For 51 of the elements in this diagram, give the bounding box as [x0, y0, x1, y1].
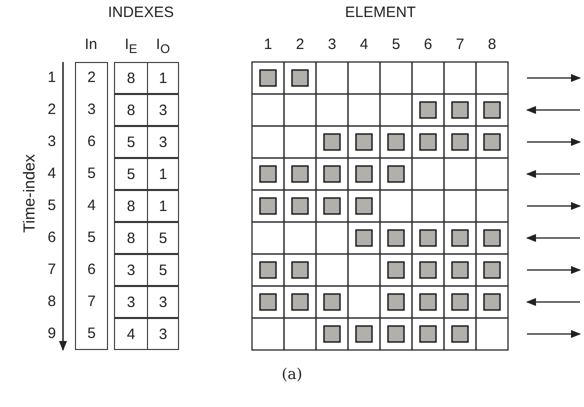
index-value: 7 [86, 293, 97, 310]
column-number: 6 [422, 36, 434, 53]
index-value: 4 [86, 197, 97, 214]
column-number: 4 [358, 36, 370, 53]
column-number: 5 [390, 36, 402, 53]
index-value: 5 [86, 165, 97, 182]
table-cell: 5 [147, 222, 179, 254]
column-number: 8 [486, 36, 498, 53]
section-heading: ELEMENT [345, 4, 416, 21]
table-cell: 3 [114, 254, 148, 286]
index-value: 6 [86, 261, 97, 278]
table-cell: 1 [147, 190, 179, 222]
table-cell: 3 [147, 126, 179, 158]
column-heading: I$_{E}$ [124, 36, 138, 58]
section-heading: INDEXES [108, 4, 174, 21]
axis-title: Time-index [22, 154, 38, 234]
row-number: 4 [46, 165, 56, 182]
index-value: 5 [86, 325, 97, 342]
column-number: 7 [454, 36, 466, 53]
column-number: 2 [294, 36, 306, 53]
row-number: 8 [46, 293, 56, 310]
table-cell: 3 [147, 94, 179, 126]
row-number: 3 [46, 133, 56, 150]
column-number: 1 [262, 36, 274, 53]
table-cell: 5 [147, 254, 179, 286]
row-number: 9 [46, 325, 56, 342]
row-number: 1 [46, 69, 56, 86]
row-number: 5 [46, 197, 56, 214]
table-cell: 1 [147, 62, 179, 94]
table-cell: 5 [114, 126, 148, 158]
index-value: 3 [86, 101, 97, 118]
figure-caption: (a) [280, 366, 304, 383]
index-value: 5 [86, 229, 97, 246]
column-heading: In [84, 36, 98, 53]
table-cell: 1 [147, 158, 179, 190]
table-cell: 5 [114, 158, 148, 190]
table-cell: 8 [114, 94, 148, 126]
table-cell: 8 [114, 222, 148, 254]
table-cell: 3 [147, 318, 179, 350]
table-cell: 3 [114, 286, 148, 318]
row-number: 2 [46, 101, 56, 118]
index-value: 2 [86, 69, 97, 86]
row-number: 7 [46, 261, 56, 278]
row-number: 6 [46, 229, 56, 246]
column-number: 3 [326, 36, 338, 53]
table-cell: 8 [114, 62, 148, 94]
column-heading: I$_{O}$ [155, 36, 171, 58]
table-cell: 3 [147, 286, 179, 318]
table-cell: 4 [114, 318, 148, 350]
table-cell: 8 [114, 190, 148, 222]
index-value: 6 [86, 133, 97, 150]
